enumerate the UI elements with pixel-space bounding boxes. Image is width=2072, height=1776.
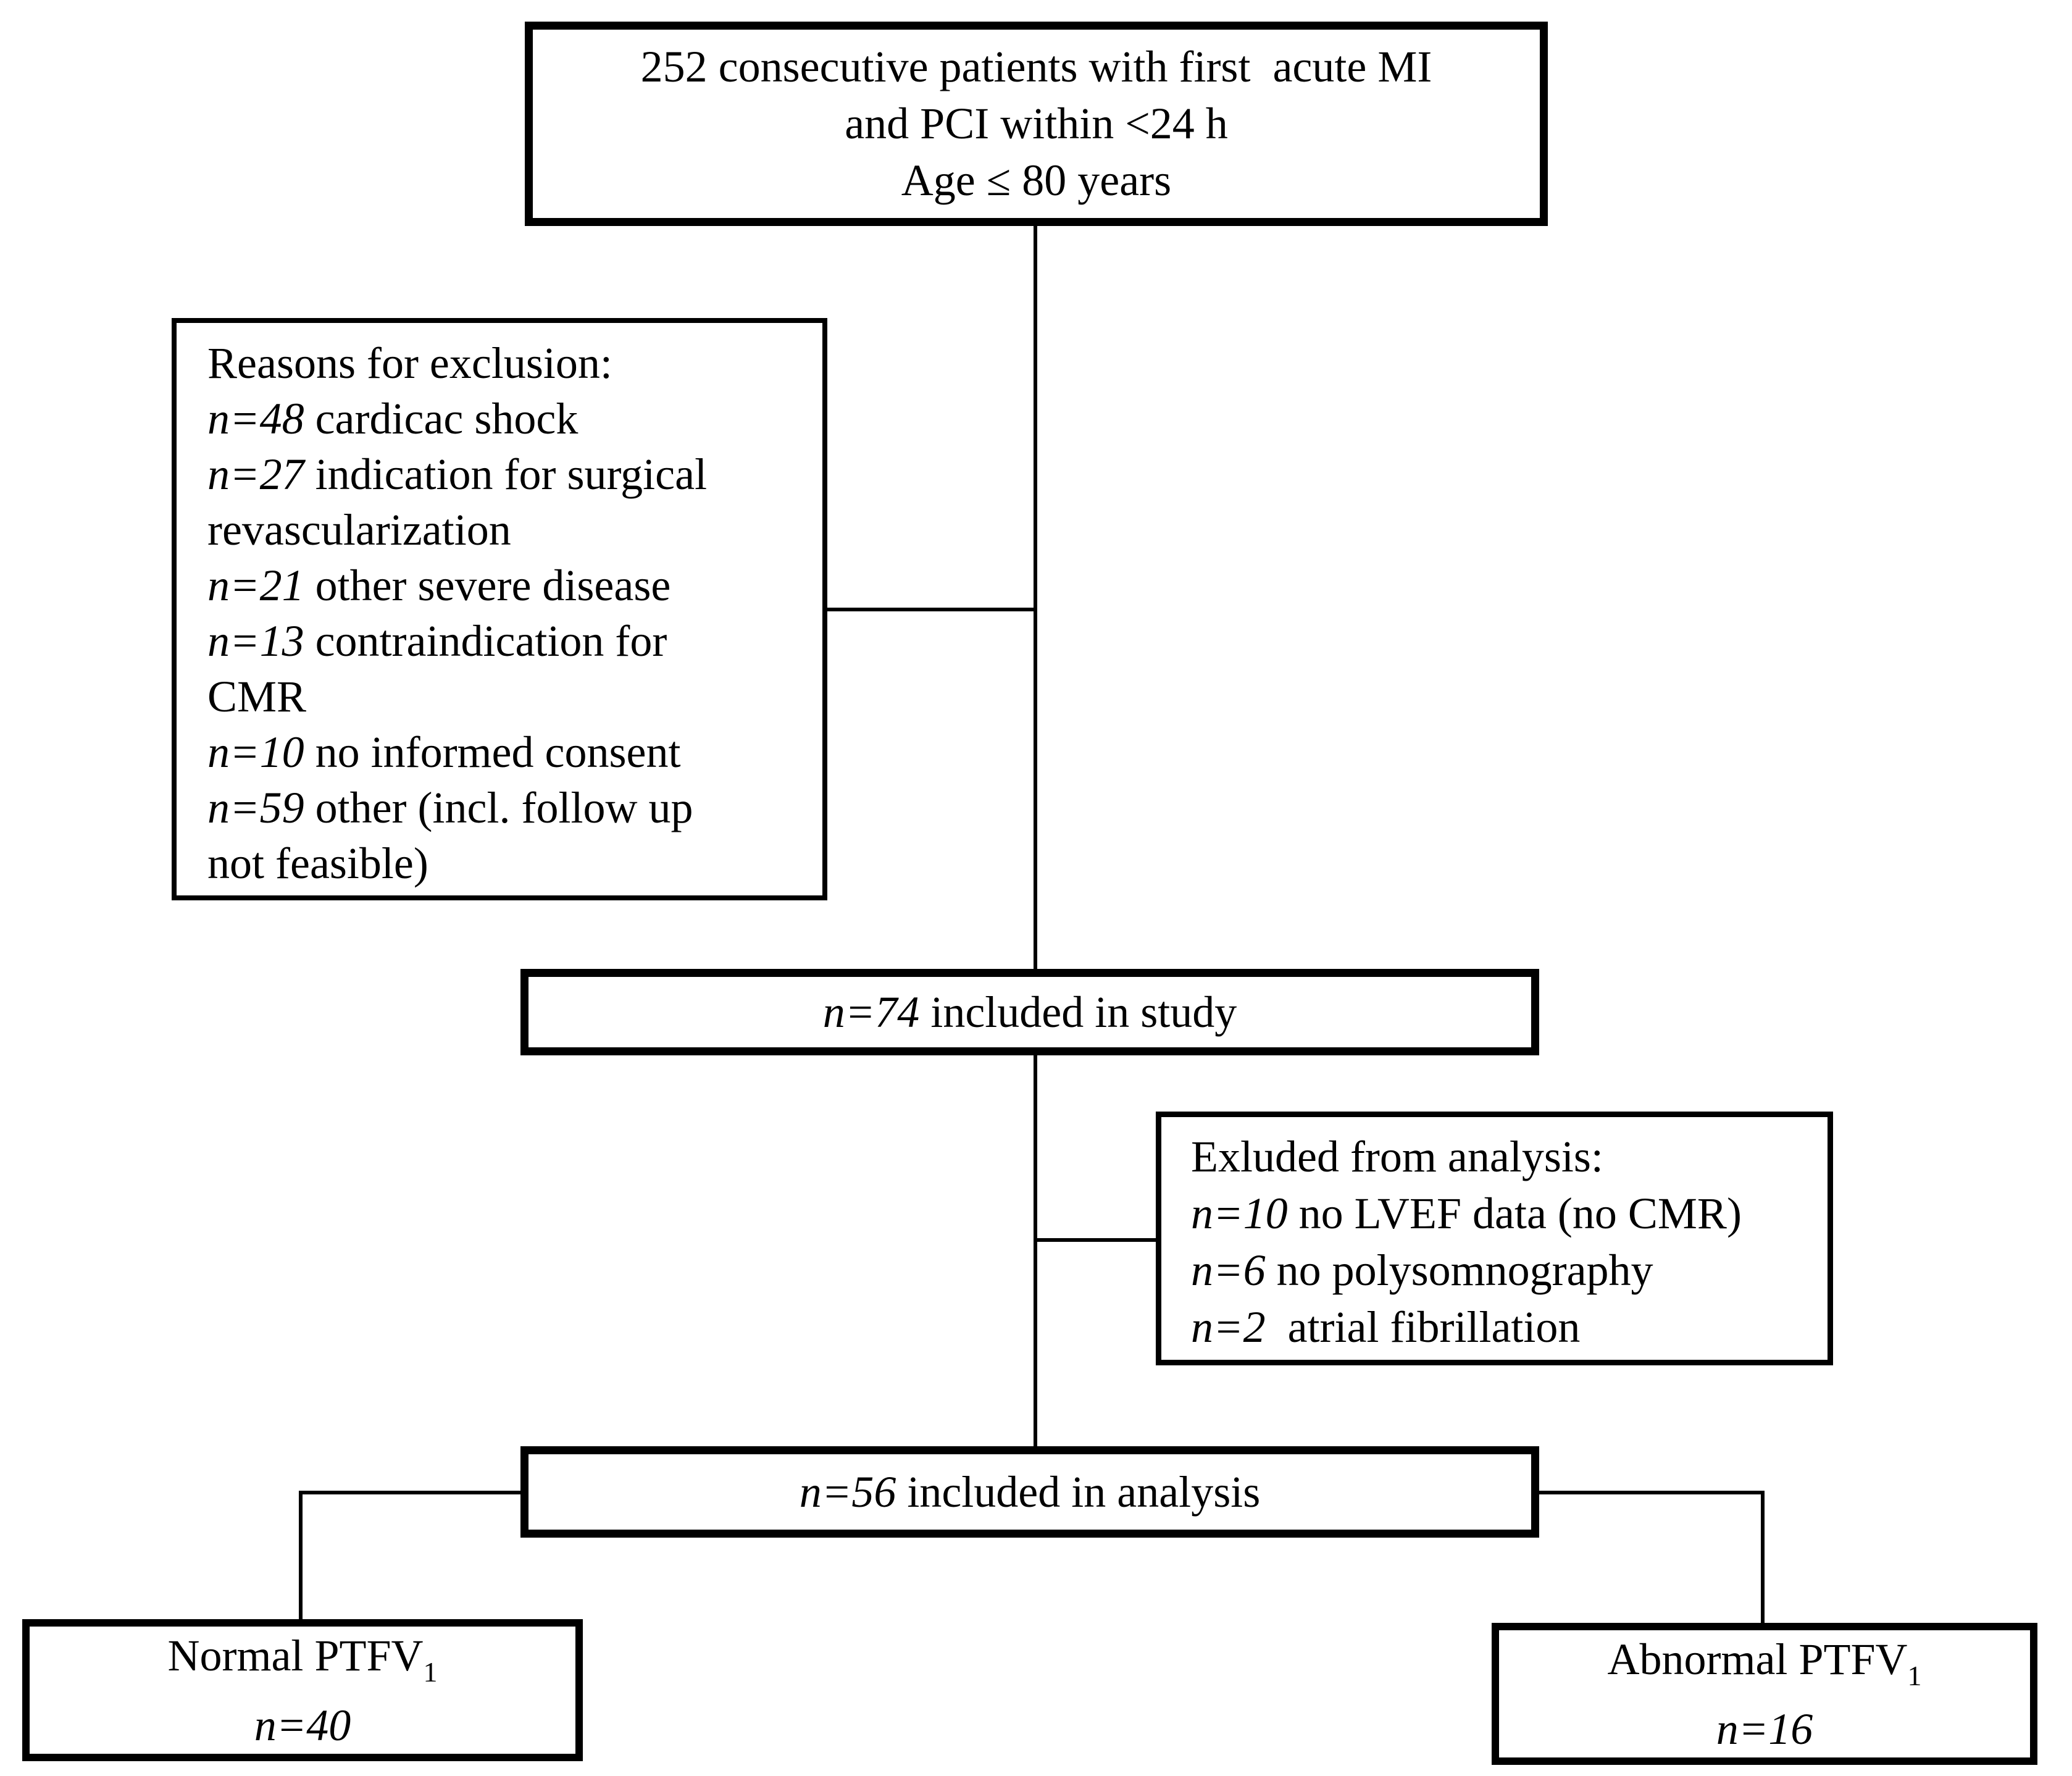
- included-in-study-label: n=74 included in study: [823, 987, 1237, 1038]
- excluded-item-n: n=10: [1191, 1189, 1288, 1238]
- normal-ptfv1-label: Normal PTFV1: [168, 1623, 438, 1693]
- connector-analysis-to-normal-v: [299, 1491, 303, 1620]
- excluded-item-text: no polysomnography: [1265, 1246, 1653, 1295]
- exclusion-item-text: other severe disease: [304, 561, 671, 610]
- exclusion-item-n: n=13: [207, 616, 304, 666]
- abnormal-label-text: Abnormal PTFV: [1607, 1634, 1908, 1684]
- excluded-item: n=2 atrial fibrillation: [1191, 1299, 1821, 1355]
- study-n: n=74: [822, 987, 920, 1037]
- exclusion-item: n=48 cardicac shock: [207, 391, 815, 446]
- exclusion-item-n: n=48: [207, 394, 304, 443]
- abnormal-ptfv1-label: Abnormal PTFV1: [1608, 1627, 1922, 1697]
- connector-analysis-to-abnormal-v: [1761, 1491, 1765, 1624]
- study-text: included in study: [919, 987, 1237, 1037]
- exclusion-item: n=59 other (incl. follow up not feasible…: [207, 780, 815, 891]
- enrollment-box: 252 consecutive patients with first acut…: [525, 22, 1548, 226]
- exclusion-item-text: cardicac shock: [304, 394, 579, 443]
- exclusion-item: n=10 no informed consent: [207, 724, 815, 780]
- included-in-analysis-box: n=56 included in analysis: [520, 1446, 1539, 1538]
- normal-n: n=40: [254, 1700, 351, 1750]
- exclusion-title: Reasons for exclusion:: [207, 338, 612, 388]
- enrollment-line-1: 252 consecutive patients with first acut…: [640, 42, 1432, 91]
- enrollment-line-3: Age ≤ 80 years: [901, 156, 1172, 205]
- normal-label-text: Normal PTFV: [167, 1630, 424, 1680]
- exclusion-item-text: contraindication for CMR: [207, 616, 667, 721]
- connector-analysis-to-abnormal-h: [1539, 1491, 1765, 1494]
- included-in-analysis-label: n=56 included in analysis: [800, 1467, 1260, 1518]
- enrollment-line-2: and PCI within <24 h: [845, 99, 1228, 148]
- exclusion-item-n: n=59: [207, 783, 304, 832]
- connector-analysis-to-normal-h: [299, 1491, 521, 1494]
- abnormal-ptfv1-count: n=16: [1716, 1697, 1813, 1761]
- normal-ptfv1-box: Normal PTFV1 n=40: [22, 1619, 583, 1761]
- connector-excluded-branch: [1037, 1238, 1156, 1242]
- exclusion-item: n=13 contraindication for CMR: [207, 613, 815, 724]
- normal-ptfv1-count: n=40: [254, 1693, 351, 1757]
- included-in-study-box: n=74 included in study: [520, 969, 1539, 1055]
- excluded-item-text: atrial fibrillation: [1265, 1302, 1581, 1352]
- exclusion-item-n: n=10: [207, 727, 304, 777]
- excluded-item-n: n=6: [1191, 1246, 1266, 1295]
- exclusion-item-text: no informed consent: [304, 727, 681, 777]
- exclusion-item: n=27 indication for surgical revasculari…: [207, 446, 815, 558]
- excluded-from-analysis-box: Exluded from analysis: n=10 no LVEF data…: [1156, 1112, 1833, 1365]
- exclusion-item-text: indication for surgical revascularizatio…: [207, 450, 708, 555]
- exclusion-item-text: other (incl. follow up not feasible): [207, 783, 693, 888]
- connector-enrollment-to-study: [1034, 226, 1037, 969]
- excluded-item-text: no LVEF data (no CMR): [1287, 1189, 1742, 1238]
- excluded-title: Exluded from analysis:: [1191, 1132, 1603, 1181]
- exclusion-item-n: n=21: [207, 561, 304, 610]
- analysis-n: n=56: [799, 1467, 896, 1517]
- excluded-item: n=10 no LVEF data (no CMR): [1191, 1185, 1821, 1242]
- abnormal-ptfv1-box: Abnormal PTFV1 n=16: [1492, 1623, 2037, 1765]
- abnormal-n: n=16: [1716, 1704, 1813, 1754]
- connector-study-to-analysis: [1034, 1055, 1037, 1446]
- connector-exclusion-branch: [826, 608, 1037, 611]
- exclusion-item: n=21 other severe disease: [207, 558, 815, 613]
- exclusion-reasons-box: Reasons for exclusion: n=48 cardicac sho…: [172, 318, 827, 900]
- excluded-item-n: n=2: [1191, 1302, 1266, 1352]
- excluded-item: n=6 no polysomnography: [1191, 1242, 1821, 1299]
- exclusion-item-n: n=27: [207, 450, 304, 499]
- abnormal-label-subscript: 1: [1907, 1659, 1922, 1691]
- normal-label-subscript: 1: [423, 1656, 438, 1688]
- analysis-text: included in analysis: [896, 1467, 1261, 1517]
